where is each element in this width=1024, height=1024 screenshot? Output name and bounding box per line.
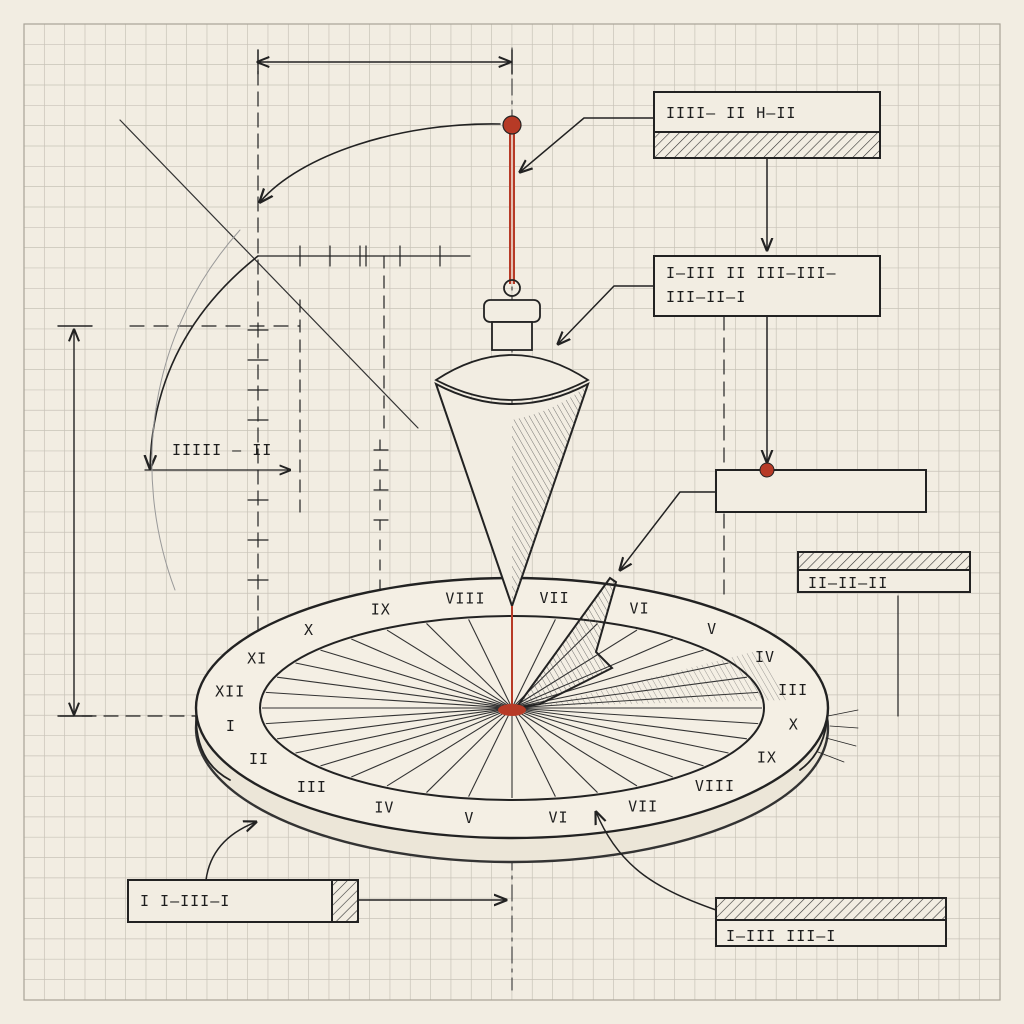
hour-line (320, 649, 513, 709)
plumb-bob (434, 115, 590, 706)
hour-line (277, 707, 513, 740)
callout-ring: I—III III—I (596, 812, 947, 947)
hour-line (351, 707, 513, 778)
hour-line (511, 619, 556, 709)
callout-bob: I—III II III—III— III—II—I (558, 255, 881, 462)
callout-base-label: I I—III—I (140, 892, 230, 910)
hour-line (511, 707, 747, 740)
hour-line (426, 707, 513, 793)
hour-line (351, 638, 513, 709)
ring-mark: III (297, 778, 327, 796)
hour-line (277, 676, 513, 709)
hour-line (511, 707, 638, 787)
dimension-top (258, 49, 513, 75)
callout-bob-label: I—III II III—III— (666, 264, 837, 282)
ring-mark: VIII (445, 589, 485, 607)
callout-base: I I—III—I (127, 822, 506, 923)
bob-top (434, 354, 590, 401)
hour-line (468, 619, 513, 709)
gnomon (513, 576, 618, 710)
callout-cord: IIII— II H—II (520, 91, 881, 250)
ring-mark: VIII (695, 777, 735, 795)
eyelet (503, 279, 521, 297)
hour-line (511, 707, 598, 793)
hour-line (265, 707, 513, 725)
ring-mark: X (789, 716, 799, 734)
swing-arc (150, 123, 501, 591)
ring-mark: VI (630, 600, 650, 618)
ring-mark: VII (628, 798, 658, 816)
hour-line (511, 707, 759, 725)
sheet-border (23, 23, 1001, 1001)
ring-mark: IX (757, 749, 777, 767)
ring-mark: IX (371, 600, 391, 618)
hour-line (426, 623, 513, 709)
suspension-point (502, 115, 522, 135)
callout-bob-label-2: III—II—I (666, 288, 746, 306)
cap (483, 299, 541, 323)
ring-mark: IV (374, 798, 394, 816)
dial-center-point (498, 704, 526, 716)
hour-line (511, 707, 556, 797)
ring-mark: II (249, 750, 269, 768)
callout-ring-label: I—III III—I (726, 927, 836, 945)
left-marker-label: IIIII — II (172, 441, 272, 459)
callout-cord-label: IIII— II H—II (666, 104, 796, 122)
hour-line (468, 707, 513, 797)
hour-line (320, 707, 513, 767)
ring-mark: XI (247, 649, 267, 667)
ring-mark: V (707, 620, 717, 638)
left-marker: IIIII — II (144, 441, 290, 470)
hour-line (511, 707, 729, 754)
gnomon-shadow (540, 650, 790, 706)
callout-point (620, 462, 927, 570)
ring-mark: XII (215, 682, 245, 700)
callout-gnomon-label: II—II—II (808, 574, 888, 592)
ring-mark: I (226, 717, 236, 735)
dimension-left (57, 325, 93, 717)
hour-line (265, 691, 513, 709)
hour-line (386, 707, 513, 787)
ring-mark: VI (549, 809, 569, 827)
hour-line (295, 662, 513, 709)
ring-mark: X (304, 621, 314, 639)
hour-line (295, 707, 513, 754)
hour-line (386, 629, 513, 709)
hour-line (511, 707, 673, 778)
ring-mark: V (464, 809, 474, 827)
hour-line (511, 707, 704, 767)
ring-mark: VII (540, 589, 570, 607)
callout-gnomon: II—II—II (797, 551, 971, 593)
